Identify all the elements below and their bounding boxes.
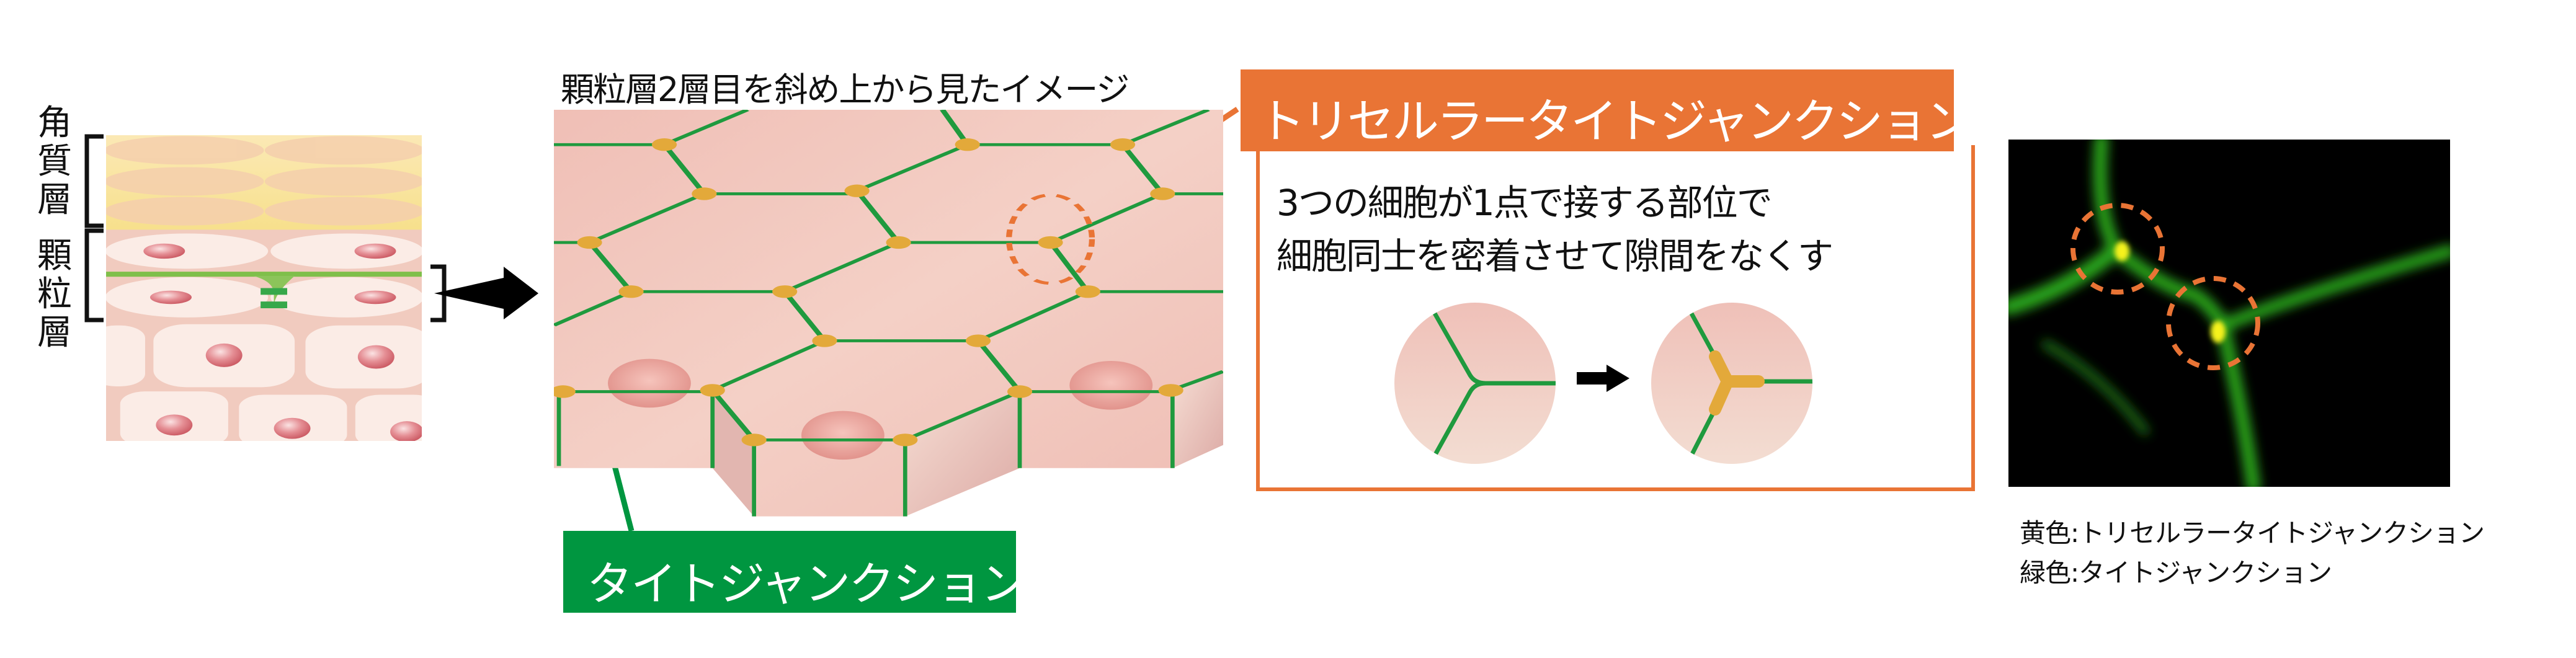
explanation-box [1256,145,1975,491]
arrow-right-icon [1577,365,1629,392]
tight-junction-label: タイトジャンクション [587,558,1027,611]
granular-layer-oblique-view [554,110,1223,517]
caption-yellow: 黄色:トリセルラータイトジャンクション [2020,518,2485,548]
oblique-view-title: 顆粒層2層目を斜め上から見たイメージ [561,70,1130,109]
fluorescence-micrograph [2008,140,2450,487]
yellow-tricellular-spots [2115,241,2226,343]
arrow-right-icon [434,267,538,319]
cell-nuclei [608,358,1153,460]
dashed-highlight-circles [2070,203,2260,370]
tricellular-junctions [554,138,1183,447]
tricellular-label-box: トリセルラータイトジャンクション [1241,69,1972,151]
closeup-after [1651,303,1812,464]
description-line-1: 3つの細胞が1点で接する部位で [1277,182,1773,224]
corneum-bracket [84,134,104,228]
highlight-dashed-circle [1005,193,1095,285]
skin-cross-section [106,135,422,441]
tight-junction-label-box: タイトジャンクション [563,531,1027,613]
caption-green: 緑色:タイトジャンクション [2020,558,2332,588]
description-line-2: 細胞同士を密着させて隙間をなくす [1277,235,1834,277]
tight-junction-layer [106,272,422,277]
stratum-granulosum-label: 顆粒層 [37,236,72,353]
stratum-corneum-label: 角質層 [37,103,72,220]
nucleus-group [143,243,422,441]
granulosum-bracket [84,228,104,322]
tight-junction-network [554,110,1223,517]
tricellular-label: トリセルラータイトジャンクション [1258,94,1972,149]
closeup-before [1394,303,1556,464]
